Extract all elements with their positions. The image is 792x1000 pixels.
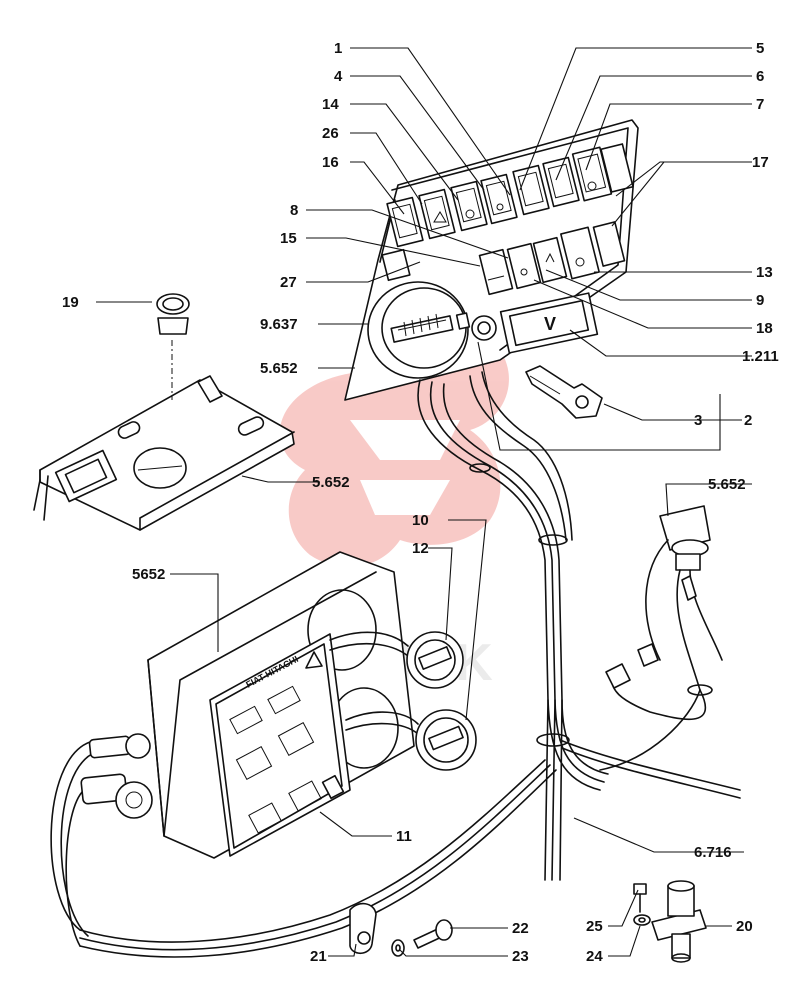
controller-module: FIAT-HITACHI <box>209 633 351 857</box>
switch-4 <box>480 173 518 225</box>
watermark-logo <box>279 340 509 567</box>
label-25: 25 <box>586 918 603 935</box>
ignition-switch <box>471 315 497 341</box>
label-23: 23 <box>512 948 529 965</box>
label-5652-sensor: 5.652 <box>708 476 746 493</box>
label-18: 18 <box>756 320 773 337</box>
label-5652-dash: 5.652 <box>260 360 298 377</box>
switch-14 <box>450 180 488 232</box>
label-22: 22 <box>512 920 529 937</box>
switch-5 <box>542 156 580 208</box>
label-1: 1 <box>334 40 342 57</box>
voltmeter-symbol: V <box>544 314 556 334</box>
label-7: 7 <box>756 96 764 113</box>
label-24: 24 <box>586 948 603 965</box>
label-15: 15 <box>280 230 297 247</box>
label-10: 10 <box>412 512 429 529</box>
label-5: 5 <box>756 40 764 57</box>
label-5652-bracket: 5.652 <box>312 474 350 491</box>
switch-13 <box>560 226 600 280</box>
instrument-bracket <box>33 375 295 531</box>
label-5652-cluster: 5652 <box>132 566 165 583</box>
label-14: 14 <box>322 96 339 113</box>
switch-18 <box>532 236 568 284</box>
switch-7 <box>600 143 634 193</box>
label-19: 19 <box>62 294 79 311</box>
label-3: 3 <box>694 412 702 429</box>
clamp-bolt <box>413 919 453 949</box>
label-1211: 1.211 <box>742 348 779 365</box>
label-16: 16 <box>322 154 339 171</box>
label-11: 11 <box>396 828 412 845</box>
label-26: 26 <box>322 125 339 142</box>
label-2: 2 <box>744 412 752 429</box>
label-17: 17 <box>752 154 769 171</box>
switch-row-middle <box>381 221 626 296</box>
switch-6 <box>571 146 613 202</box>
solenoid-sensor <box>599 505 723 771</box>
indicator-lamp-19 <box>156 293 190 400</box>
label-4: 4 <box>334 68 343 85</box>
main-harness <box>79 371 741 958</box>
ignition-key <box>525 365 603 419</box>
label-12: 12 <box>412 540 429 557</box>
switch-26 <box>418 188 456 240</box>
switch-1 <box>512 164 550 216</box>
gauge-12 <box>329 631 464 689</box>
label-13: 13 <box>756 264 773 281</box>
label-9: 9 <box>756 292 764 309</box>
bolt-25 <box>633 883 647 913</box>
voltmeter: V <box>499 292 599 354</box>
washer-24 <box>633 914 651 926</box>
label-9637: 9.637 <box>260 316 298 333</box>
label-20: 20 <box>736 918 753 935</box>
leader-lines <box>96 47 752 957</box>
gauge-10 <box>345 709 477 771</box>
plug-connectors <box>50 733 153 947</box>
label-6716: 6.716 <box>694 844 732 861</box>
sensor-20 <box>651 880 707 963</box>
label-27: 27 <box>280 274 297 291</box>
callout-labels: 1 4 14 26 16 8 15 27 9.637 5.652 5 6 7 1… <box>62 40 779 965</box>
label-8: 8 <box>290 202 298 219</box>
hour-meter-gauge <box>367 281 471 379</box>
label-6: 6 <box>756 68 764 85</box>
clamp-washer <box>391 939 405 957</box>
switch-8 <box>506 242 542 290</box>
harness-clamp <box>349 902 377 955</box>
label-21: 21 <box>310 948 327 965</box>
